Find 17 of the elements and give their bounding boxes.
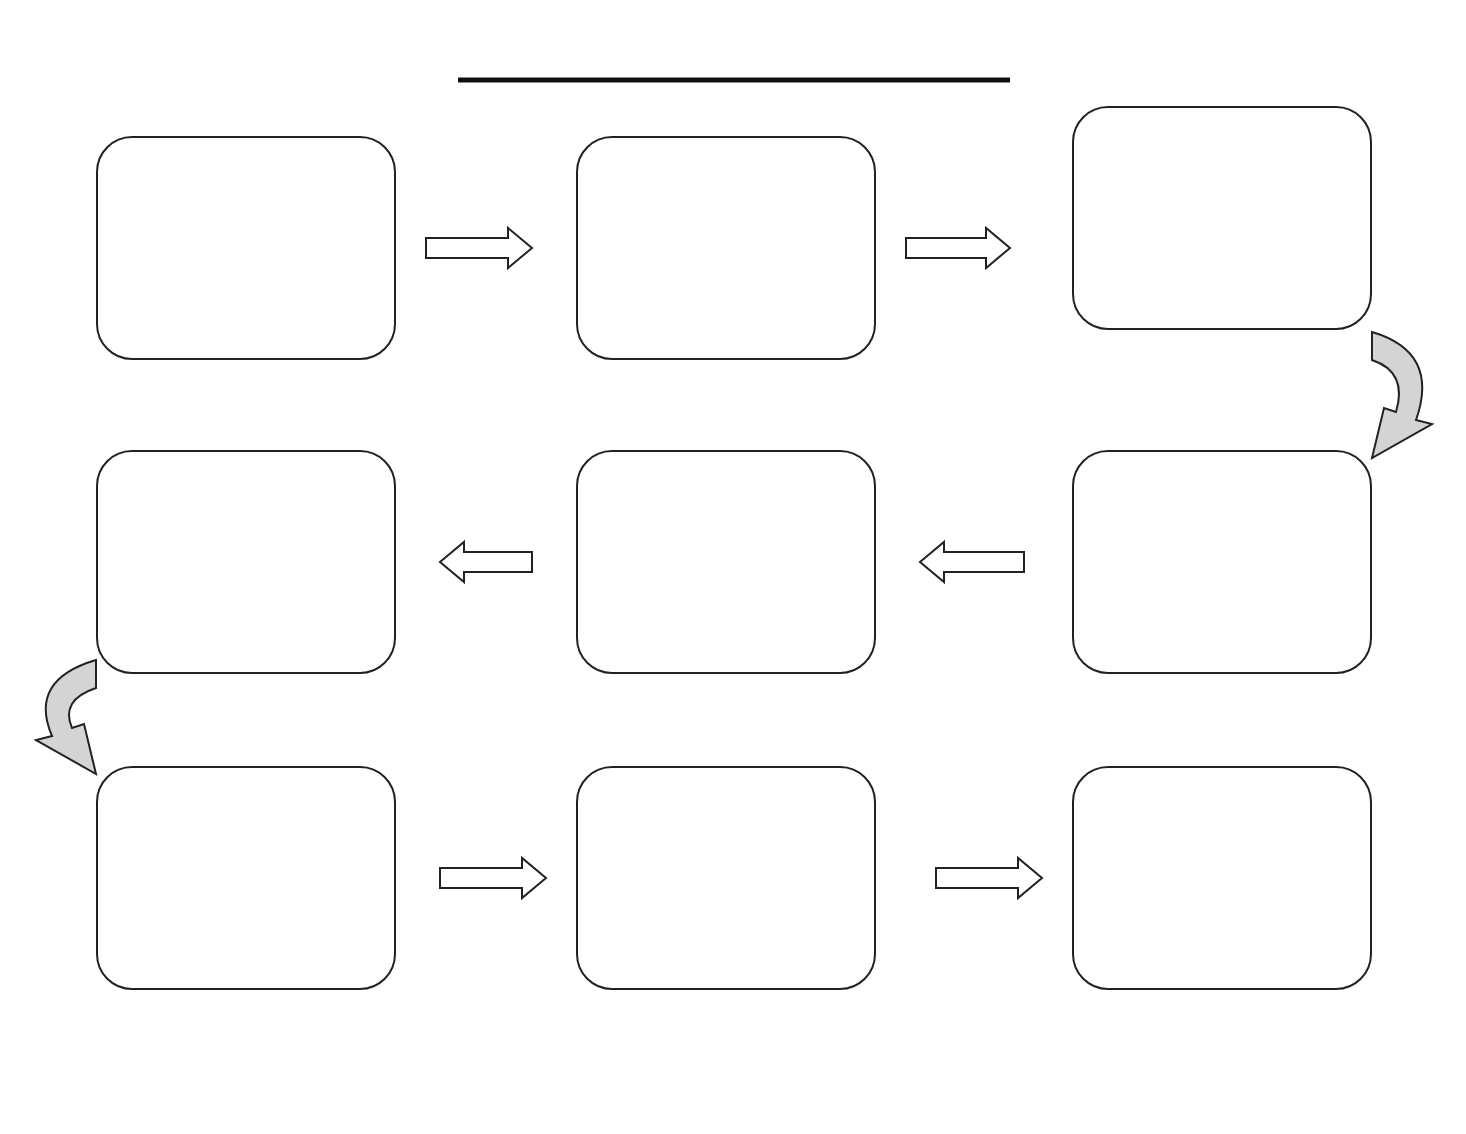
block-arrow — [439, 855, 548, 901]
block-arrow — [905, 225, 1012, 271]
process-box — [576, 450, 876, 674]
process-box — [96, 136, 396, 360]
curved-block-arrow — [35, 659, 97, 775]
process-box — [576, 136, 876, 360]
block-arrow — [935, 855, 1044, 901]
block-arrow — [918, 539, 1025, 585]
process-box — [96, 766, 396, 990]
process-box — [1072, 106, 1372, 330]
process-box — [1072, 450, 1372, 674]
curved-block-arrow — [1371, 331, 1433, 459]
process-box — [96, 450, 396, 674]
block-arrow — [438, 539, 533, 585]
block-arrow — [425, 225, 534, 271]
process-box — [576, 766, 876, 990]
process-box — [1072, 766, 1372, 990]
